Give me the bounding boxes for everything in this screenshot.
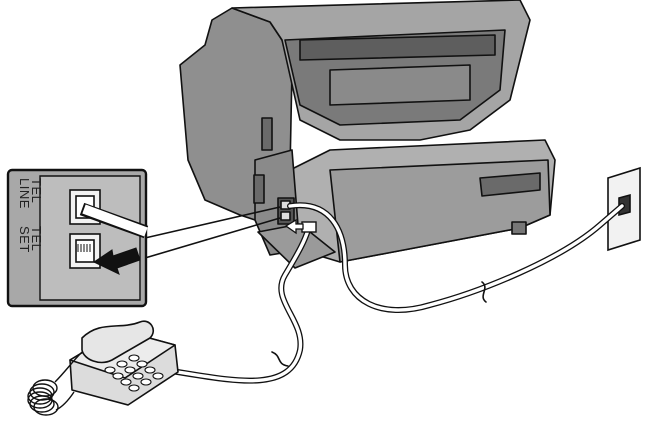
machine-side-slot-2: [253, 174, 265, 204]
line-cord-break: [481, 281, 487, 303]
phone-cord-break: [271, 351, 289, 367]
wall-jack: [607, 166, 641, 252]
machine-foot-right: [511, 221, 527, 235]
machine-slot: [479, 172, 541, 197]
telephone: [27, 320, 179, 416]
tel-set-arrow-icon: [92, 247, 141, 275]
callout-lines: [144, 206, 281, 259]
machine-tel-set-jack: [280, 211, 291, 221]
telephone-coiled-cord: [27, 351, 83, 416]
phone-cord-plug: [301, 221, 317, 233]
machine-insert-arrow: [284, 218, 304, 235]
phone-cord: [163, 228, 310, 383]
machine-side-slot: [261, 117, 273, 151]
tel-set-label: TEL SET: [17, 226, 44, 253]
tel-line-label: TEL LINE: [17, 178, 44, 209]
jack-inset: [6, 168, 149, 308]
machine-roller: [299, 34, 496, 61]
telephone-handset: [81, 320, 155, 364]
tel-line-cord: [82, 204, 148, 237]
fax-machine: [179, 0, 556, 269]
machine-inner-detail: [329, 64, 471, 106]
cords: [162, 202, 625, 384]
telephone-keypad: [104, 354, 164, 392]
line-cord: [288, 203, 624, 312]
